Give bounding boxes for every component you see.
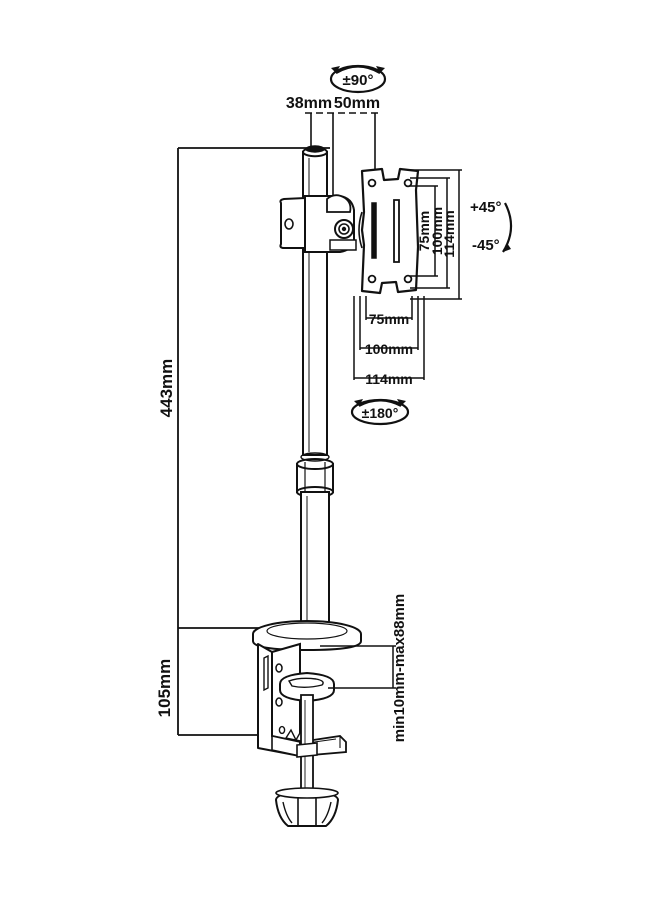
clamp-tightening-knob bbox=[275, 787, 339, 827]
tilt-up-label: +45° bbox=[470, 199, 501, 216]
vesa-mounting-plate bbox=[358, 167, 420, 295]
tilt-swivel-joint bbox=[279, 194, 357, 253]
vesa-vertical-100-label: 100mm bbox=[429, 207, 445, 255]
rotation-180-indicator: ±180° bbox=[350, 398, 410, 426]
swivel-90-label: ±90° bbox=[343, 72, 374, 89]
clamp-pressure-pad bbox=[278, 671, 336, 703]
vesa-vertical-114-label: 114mm bbox=[441, 210, 457, 257]
total-height-label: 443mm bbox=[157, 359, 176, 418]
top-width-dimension-group: 38mm 50mm bbox=[286, 95, 381, 215]
lower-pole-tube bbox=[300, 491, 330, 633]
vesa-vertical-75-label: 75mm bbox=[416, 211, 432, 251]
swivel-90-indicator: ±90° bbox=[329, 64, 387, 94]
desk-thickness-dimension: min10mm-max88mm bbox=[320, 594, 408, 742]
vesa-horizontal-dimension-group: 75mm 100mm 114mm bbox=[353, 296, 425, 387]
desk-thickness-label: min10mm-max88mm bbox=[391, 594, 408, 742]
pole-diameter-label: 38mm bbox=[286, 95, 332, 112]
upper-pole-tube bbox=[302, 145, 328, 456]
tilt-down-label: -45° bbox=[472, 237, 500, 254]
pole-collar-coupling bbox=[296, 452, 334, 498]
tilt-45-indicator: +45° -45° bbox=[470, 199, 513, 254]
total-height-dimension: 443mm bbox=[157, 147, 330, 629]
vesa-horizontal-114-label: 114mm bbox=[365, 371, 412, 387]
offset-50-label: 50mm bbox=[334, 95, 380, 112]
clamp-height-label: 105mm bbox=[155, 659, 174, 718]
vesa-vertical-dimension-group: 75mm 100mm 114mm bbox=[410, 169, 462, 300]
rotation-180-label: ±180° bbox=[362, 405, 399, 421]
vesa-horizontal-75-label: 75mm bbox=[369, 311, 409, 327]
vesa-horizontal-100-label: 100mm bbox=[365, 341, 413, 357]
